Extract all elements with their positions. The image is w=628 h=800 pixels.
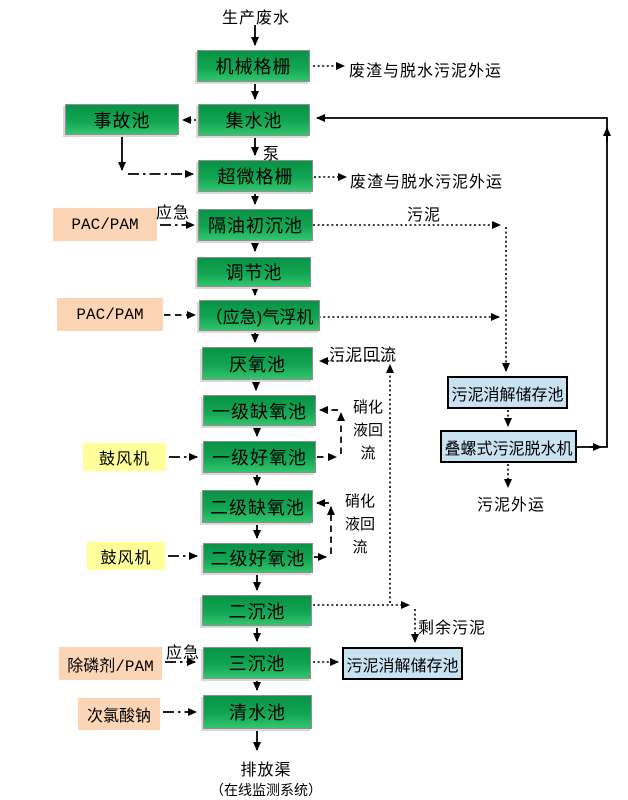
node-tertiary-sed-tank: 三沉池 xyxy=(203,647,311,679)
node-secondary-sed-tank: 二沉池 xyxy=(202,595,312,626)
node-blower-2: 鼓风机 xyxy=(87,542,165,570)
node-phosphorus-removal: 除磷剂/PAM xyxy=(59,647,162,680)
label-waste-out-2: 废渣与脱水污泥外运 xyxy=(350,174,504,191)
node-aerobic-tank-2: 二级好氧池 xyxy=(203,543,313,573)
label-excess-sludge: 剩余污泥 xyxy=(418,620,487,637)
node-regulating-tank: 调节池 xyxy=(197,257,311,287)
label-influent: 生产废水 xyxy=(222,10,291,27)
node-air-flotation: （应急)气浮机 xyxy=(199,300,320,331)
label-waste-out-1: 废渣与脱水污泥外运 xyxy=(349,63,503,80)
label-nitrified-return-2: 硝化液回流 xyxy=(344,493,375,556)
node-sludge-digestion-1: 污泥消解储存池 xyxy=(447,376,568,409)
node-sodium-hypochlorite: 次氯酸钠 xyxy=(78,698,160,730)
label-sludge-return: 污泥回流 xyxy=(329,347,398,364)
label-emergency-1: 应急 xyxy=(156,205,191,222)
node-pac-pam-2: PAC/PAM xyxy=(57,298,163,331)
node-oil-separation-tank: 隔油初沉池 xyxy=(198,209,313,241)
label-sludge-out: 污泥外运 xyxy=(477,497,546,514)
label-discharge-block: 排放渠 （在线监测系统） xyxy=(176,756,356,800)
label-online-monitor: （在线监测系统） xyxy=(210,782,322,798)
node-mechanical-screen: 机械格栅 xyxy=(197,50,310,82)
label-pump: 泵 xyxy=(263,146,281,163)
label-discharge-channel: 排放渠 xyxy=(240,762,292,779)
node-anaerobic-tank: 厌氧池 xyxy=(202,347,313,380)
label-nitrified-return-1: 硝化液回流 xyxy=(352,399,383,462)
node-clean-water-tank: 清水池 xyxy=(203,695,312,729)
node-blower-1: 鼓风机 xyxy=(83,443,166,471)
node-anoxic-tank-2: 二级缺氧池 xyxy=(202,490,313,523)
node-screw-dewaterer: 叠螺式污泥脱水机 xyxy=(440,430,577,463)
node-sludge-digestion-2: 污泥消解储存池 xyxy=(342,647,463,680)
node-ultrafine-screen: 超微格栅 xyxy=(198,160,313,192)
node-aerobic-tank-1: 一级好氧池 xyxy=(203,441,316,473)
node-pac-pam-1: PAC/PAM xyxy=(53,208,157,241)
node-anoxic-tank-1: 一级缺氧池 xyxy=(203,395,316,426)
node-collection-tank: 集水池 xyxy=(198,104,310,136)
label-emergency-2: 应急 xyxy=(166,645,201,662)
node-accident-tank: 事故池 xyxy=(65,104,179,135)
label-sludge: 污泥 xyxy=(407,207,442,224)
